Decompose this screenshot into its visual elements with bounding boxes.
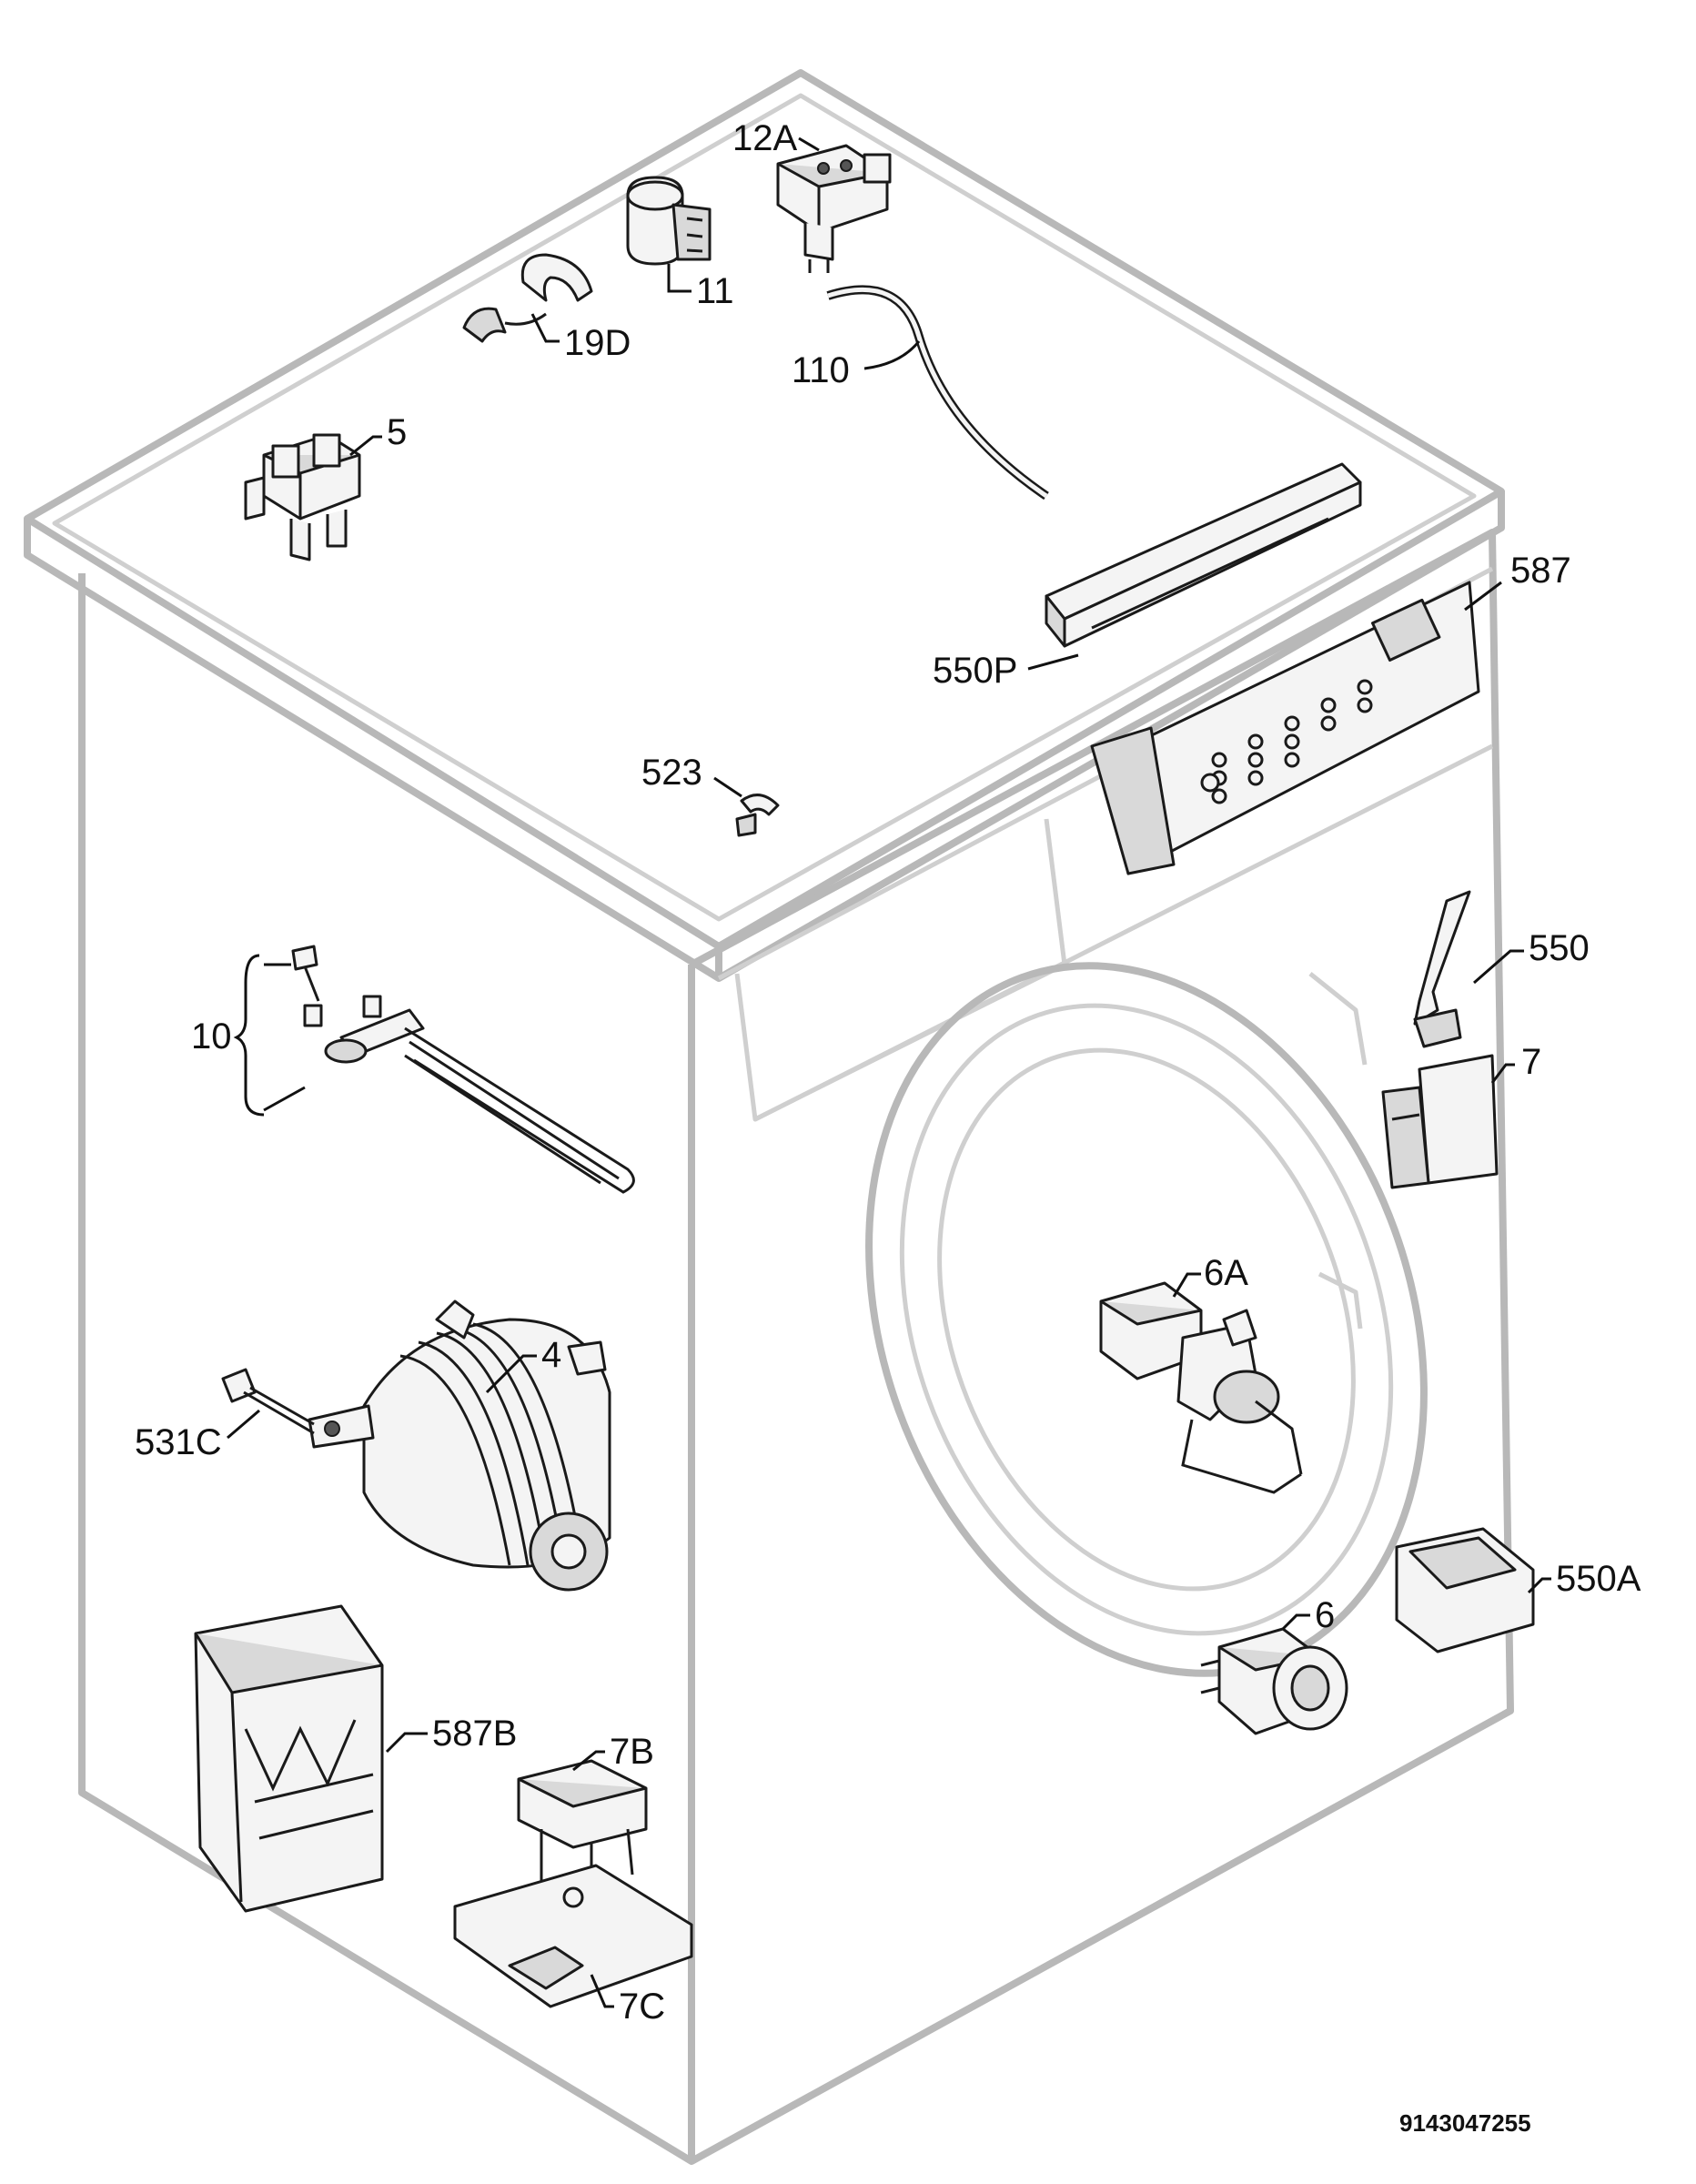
support-bracket-part bbox=[517, 1759, 648, 1897]
door-interlock-part bbox=[1381, 1054, 1499, 1189]
label-523: 523 bbox=[641, 753, 702, 793]
label-7b: 7B bbox=[610, 1732, 654, 1772]
label-19d: 19D bbox=[564, 323, 631, 363]
document-number: 9143047255 bbox=[1399, 2109, 1531, 2137]
motor-bolt-part bbox=[221, 1368, 315, 1435]
label-6a: 6A bbox=[1204, 1253, 1248, 1293]
control-panel-trim-part bbox=[1045, 462, 1362, 648]
inlet-valve-part bbox=[244, 433, 361, 561]
door-seal-clamp-part bbox=[462, 253, 593, 343]
label-12a: 12A bbox=[732, 118, 797, 158]
label-110: 110 bbox=[792, 350, 850, 390]
label-7: 7 bbox=[1521, 1042, 1541, 1082]
motor-part bbox=[308, 1299, 611, 1592]
circulation-pump-part bbox=[1200, 1627, 1348, 1735]
label-5: 5 bbox=[387, 412, 407, 452]
label-550: 550 bbox=[1529, 928, 1590, 968]
label-587: 587 bbox=[1510, 551, 1571, 591]
label-4: 4 bbox=[541, 1335, 561, 1375]
motor-windings bbox=[399, 1322, 584, 1566]
label-550p: 550P bbox=[933, 651, 1017, 691]
heating-element-part bbox=[291, 945, 635, 1194]
drain-pump-part bbox=[1099, 1281, 1303, 1494]
label-550a: 550A bbox=[1556, 1559, 1641, 1599]
leader-lines bbox=[227, 136, 1551, 2008]
door-lever-part bbox=[1413, 890, 1471, 1048]
small-clamp-part bbox=[735, 794, 780, 837]
pressure-switch-part bbox=[776, 144, 892, 273]
capacitor-part bbox=[626, 176, 712, 266]
label-7c: 7C bbox=[619, 1987, 665, 2027]
power-module-part bbox=[194, 1604, 384, 1913]
label-6: 6 bbox=[1315, 1595, 1335, 1635]
label-587b: 587B bbox=[432, 1714, 517, 1754]
callout-labels: 12A 11 19D 110 5 587 550P 523 550 10 7 6… bbox=[135, 118, 1641, 2027]
pressure-hose-part bbox=[826, 285, 1049, 500]
cover-cap-part bbox=[1395, 1527, 1535, 1653]
label-10: 10 bbox=[191, 1016, 232, 1057]
electronic-module-part bbox=[1090, 581, 1480, 875]
label-11: 11 bbox=[696, 271, 734, 311]
base-plate-part bbox=[453, 1864, 693, 2008]
label-531c: 531C bbox=[135, 1422, 222, 1462]
